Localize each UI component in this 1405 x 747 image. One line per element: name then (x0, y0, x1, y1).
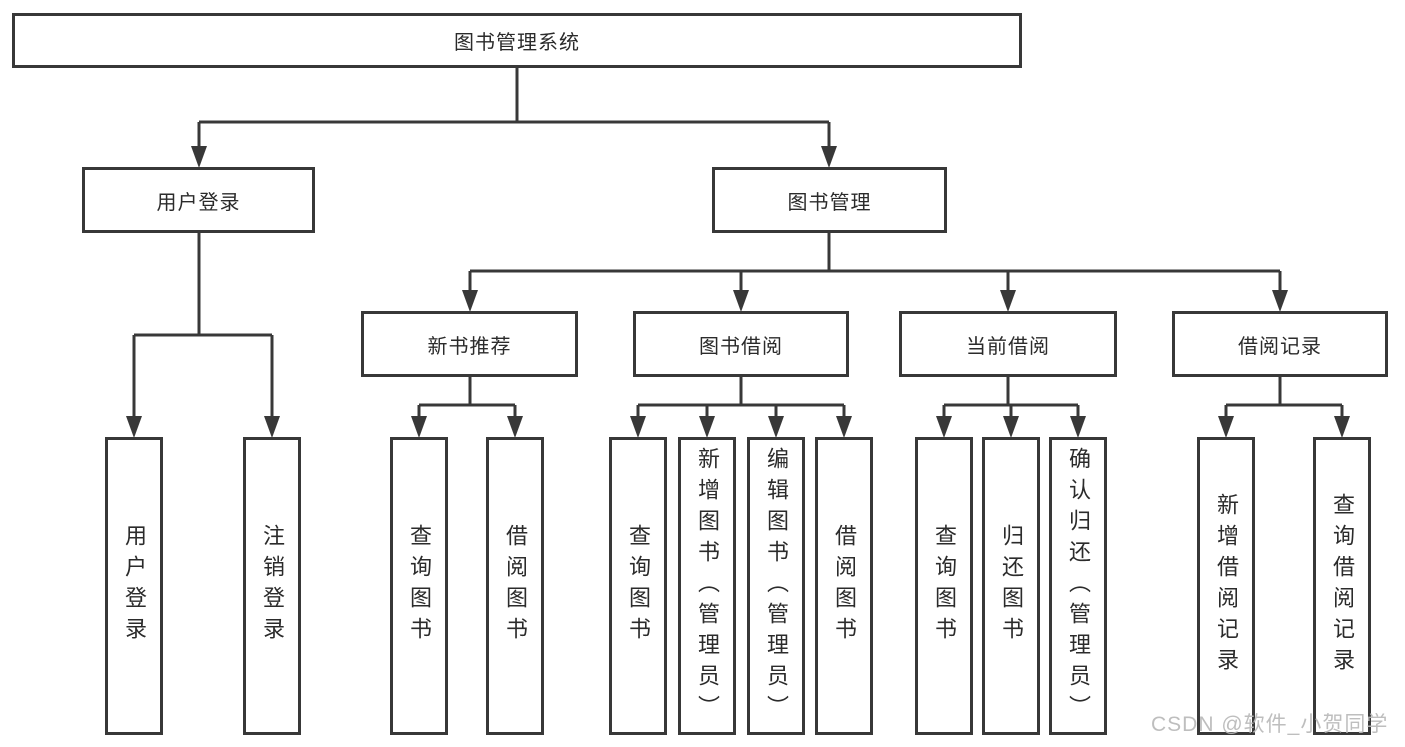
leaf-edit-book-admin: 编辑图书（管理员） (747, 437, 805, 735)
node-borrow-records-label: 借阅记录 (1238, 335, 1322, 358)
leaf-add-borrow-record: 新增借阅记录 (1197, 437, 1255, 735)
leaf-query-borrow-record-label: 查询借阅记录 (1330, 493, 1355, 679)
leaf-query-borrow-record: 查询借阅记录 (1313, 437, 1371, 735)
leaf-edit-book-admin-label: 编辑图书（管理员） (764, 446, 789, 726)
node-book-management: 图书管理 (712, 167, 947, 233)
leaf-confirm-return-admin: 确认归还（管理员） (1049, 437, 1107, 735)
leaf-return-book: 归还图书 (982, 437, 1040, 735)
leaf-query-books-borrowing-label: 查询图书 (626, 524, 651, 648)
leaf-borrow-books: 借阅图书 (815, 437, 873, 735)
leaf-query-books-borrowing: 查询图书 (609, 437, 667, 735)
leaf-confirm-return-admin-label: 确认归还（管理员） (1066, 446, 1091, 726)
node-book-borrowing: 图书借阅 (633, 311, 849, 377)
leaf-query-books-current-label: 查询图书 (932, 524, 957, 648)
node-root: 图书管理系统 (12, 13, 1022, 68)
leaf-add-book-admin: 新增图书（管理员） (678, 437, 736, 735)
leaf-borrow-books-label: 借阅图书 (832, 524, 857, 648)
node-book-borrowing-label: 图书借阅 (699, 335, 783, 358)
node-user-login: 用户登录 (82, 167, 315, 233)
leaf-query-books-current: 查询图书 (915, 437, 973, 735)
csdn-watermark: CSDN @软件_小贺同学 (1151, 713, 1389, 736)
node-current-borrowing-label: 当前借阅 (966, 335, 1050, 358)
leaf-add-borrow-record-label: 新增借阅记录 (1214, 493, 1239, 679)
node-root-label: 图书管理系统 (454, 32, 580, 54)
node-borrow-records: 借阅记录 (1172, 311, 1388, 377)
node-user-login-label: 用户登录 (156, 191, 241, 214)
leaf-borrow-books-recommend: 借阅图书 (486, 437, 544, 735)
leaf-logout-label: 注销登录 (260, 524, 285, 648)
leaf-add-book-admin-label: 新增图书（管理员） (695, 446, 720, 726)
leaf-return-book-label: 归还图书 (999, 524, 1024, 648)
node-current-borrowing: 当前借阅 (899, 311, 1117, 377)
leaf-user-login: 用户登录 (105, 437, 163, 735)
leaf-query-books-recommend-label: 查询图书 (407, 524, 432, 648)
leaf-logout: 注销登录 (243, 437, 301, 735)
leaf-query-books-recommend: 查询图书 (390, 437, 448, 735)
leaf-borrow-books-recommend-label: 借阅图书 (503, 524, 528, 648)
node-book-management-label: 图书管理 (787, 191, 872, 214)
node-new-book-recommend-label: 新书推荐 (427, 335, 512, 358)
leaf-user-login-label: 用户登录 (122, 524, 147, 648)
node-new-book-recommend: 新书推荐 (361, 311, 578, 377)
